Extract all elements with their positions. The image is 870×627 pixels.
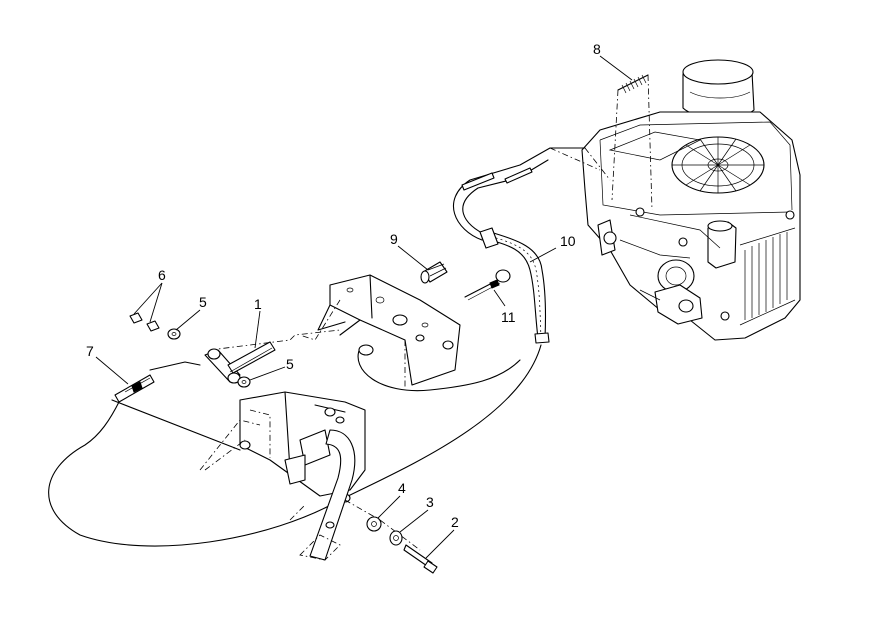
callout-1: 1 bbox=[254, 296, 262, 312]
handle-frame bbox=[199, 391, 366, 561]
callout-8: 8 bbox=[593, 41, 601, 57]
callout-10: 10 bbox=[560, 233, 576, 249]
callout-2: 2 bbox=[451, 514, 459, 530]
callout-leaders bbox=[95, 55, 633, 559]
cable-routing bbox=[48, 147, 611, 547]
callout-5-lower: 5 bbox=[286, 356, 294, 372]
callout-9: 9 bbox=[390, 231, 398, 247]
callout-6: 6 bbox=[158, 267, 166, 283]
engine bbox=[581, 59, 801, 341]
callout-labels: 1 2 3 4 5 5 6 7 8 9 10 11 bbox=[86, 41, 601, 530]
linkage-lever bbox=[111, 312, 341, 451]
spring-8 bbox=[611, 74, 653, 211]
callout-3: 3 bbox=[426, 494, 434, 510]
callout-4: 4 bbox=[398, 480, 406, 496]
callout-7: 7 bbox=[86, 343, 94, 359]
mounting-bracket bbox=[299, 261, 511, 390]
hardware-bolt bbox=[344, 499, 438, 574]
callout-5-upper: 5 bbox=[199, 294, 207, 310]
callout-11: 11 bbox=[501, 309, 516, 325]
